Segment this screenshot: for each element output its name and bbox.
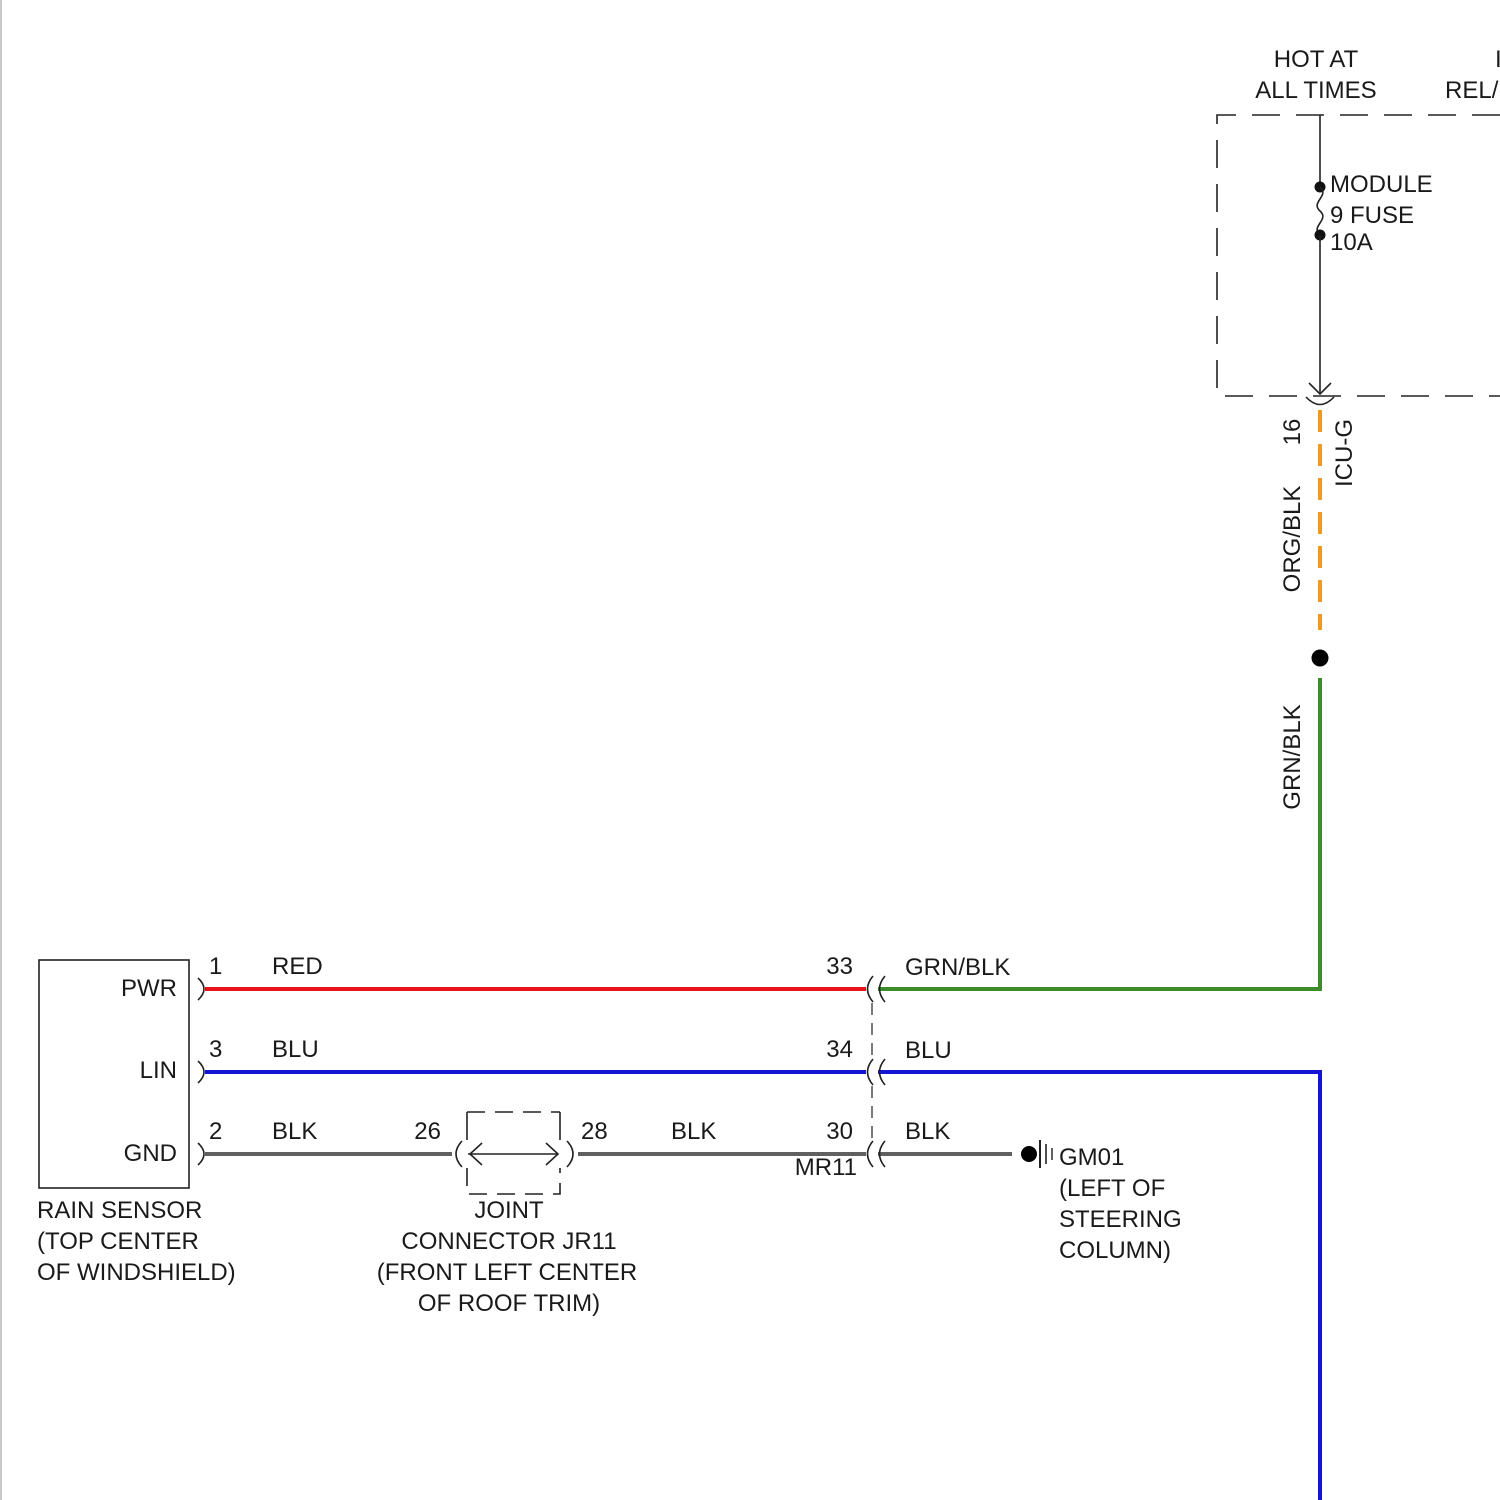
hot-label-line1: HOT AT	[1274, 46, 1359, 73]
pin-26-label: 26	[414, 1118, 441, 1145]
blu-wire-label-right: BLU	[905, 1037, 952, 1064]
pin-28-label: 28	[581, 1118, 608, 1145]
partial-label-line1: I	[1495, 46, 1500, 73]
blu-wire-label-left: BLU	[272, 1036, 319, 1063]
ground-label-line1: GM01	[1059, 1144, 1124, 1171]
hot-label-line2: ALL TIMES	[1255, 77, 1376, 104]
fuse-label-line2: 9 FUSE	[1330, 202, 1414, 229]
fuse-label-line3: 10A	[1330, 229, 1373, 256]
org-blk-label: ORG/BLK	[1279, 486, 1306, 593]
joint-connector-jr11	[456, 1112, 573, 1194]
pin-2-label: 2	[209, 1118, 222, 1145]
grn-blk-wire-label: GRN/BLK	[905, 954, 1010, 981]
pin-label-lin: LIN	[140, 1057, 177, 1084]
mr11-label: MR11	[795, 1154, 857, 1181]
rain-sensor-label-line2: (TOP CENTER	[37, 1228, 199, 1255]
fuse-label-line1: MODULE	[1330, 171, 1433, 198]
blk-wire-label-right: BLK	[905, 1118, 950, 1145]
rain-sensor-label-line3: OF WINDSHIELD)	[37, 1259, 236, 1286]
ground-label-line2: (LEFT OF	[1059, 1175, 1165, 1202]
pin-label-pwr: PWR	[121, 975, 177, 1002]
sensor-pin-2-connector	[198, 1143, 204, 1165]
joint-label-line2: CONNECTOR JR11	[401, 1228, 616, 1255]
icu-g-label: ICU-G	[1331, 419, 1358, 487]
pin-30-label: 30	[826, 1118, 853, 1145]
grn-blk-wire-vertical	[878, 678, 1320, 989]
sensor-pin-3-connector	[198, 1061, 204, 1083]
pin-34-label: 34	[826, 1036, 853, 1063]
ground-label-line3: STEERING	[1059, 1206, 1182, 1233]
blk-wire-label-left: BLK	[272, 1118, 317, 1145]
splice-dot	[1312, 650, 1329, 667]
pin-33-label: 33	[826, 953, 853, 980]
fuse-symbol	[1315, 182, 1326, 241]
blk-wire-label-mid: BLK	[671, 1118, 716, 1145]
red-wire-label: RED	[272, 953, 323, 980]
pin-1-label: 1	[209, 953, 222, 980]
joint-label-line4: OF ROOF TRIM)	[418, 1290, 600, 1317]
joint-label-line1: JOINT	[474, 1197, 544, 1224]
pin-16-label: 16	[1279, 419, 1306, 446]
partial-label-line2: REL/	[1445, 77, 1499, 104]
sensor-pin-1-connector	[198, 978, 204, 1000]
pin-3-label: 3	[209, 1036, 222, 1063]
grn-blk-vertical-label: GRN/BLK	[1279, 704, 1306, 809]
ground-label-line4: COLUMN)	[1059, 1237, 1171, 1264]
icu-g-connector-icon	[1306, 397, 1334, 405]
joint-label-line3: (FRONT LEFT CENTER	[377, 1259, 637, 1286]
pin-label-gnd: GND	[124, 1140, 177, 1167]
rain-sensor-label-line1: RAIN SENSOR	[37, 1197, 202, 1224]
ground-symbol-icon	[1021, 1140, 1052, 1168]
